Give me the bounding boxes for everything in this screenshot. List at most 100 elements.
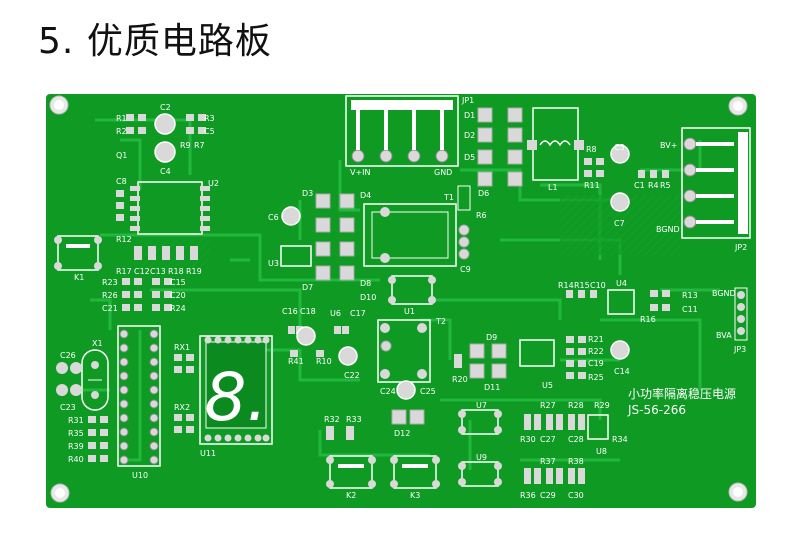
label-d6: D6 bbox=[478, 189, 489, 198]
label-r9: R9 bbox=[180, 141, 191, 150]
label-bgnd: BGND bbox=[656, 225, 680, 234]
label-c27: C27 bbox=[540, 435, 556, 444]
label-jp3: JP3 bbox=[733, 345, 746, 354]
label-r41: R41 bbox=[288, 357, 304, 366]
label-r35: R35 bbox=[68, 429, 84, 438]
label-c18: C18 bbox=[300, 307, 316, 316]
label-c9: C9 bbox=[460, 265, 471, 274]
label-r13: R13 bbox=[682, 291, 698, 300]
label-bgnd3: BGND bbox=[712, 289, 736, 298]
title-number: 5. bbox=[38, 21, 75, 62]
label-r38: R38 bbox=[568, 457, 584, 466]
seven-segment-digit: 8. bbox=[205, 359, 268, 436]
label-r5: R5 bbox=[660, 181, 671, 190]
label-c1: C1 bbox=[634, 181, 645, 190]
label-c14: C14 bbox=[614, 367, 630, 376]
label-r21: R21 bbox=[588, 335, 604, 344]
label-u7: U7 bbox=[476, 401, 487, 410]
label-d2: D2 bbox=[464, 131, 475, 140]
label-c24: C24 bbox=[380, 387, 396, 396]
u2-chip bbox=[130, 181, 210, 235]
label-c5: C5 bbox=[204, 127, 215, 136]
mounting-holes bbox=[49, 95, 748, 503]
label-r22: R22 bbox=[588, 347, 604, 356]
label-vin: V+IN bbox=[350, 168, 371, 177]
label-c11: C11 bbox=[682, 305, 698, 314]
label-u4: U4 bbox=[616, 279, 627, 288]
label-k3: K3 bbox=[410, 491, 420, 500]
label-c30: C30 bbox=[568, 491, 584, 500]
label-r16: R16 bbox=[640, 315, 656, 324]
label-c13: C13 bbox=[150, 267, 166, 276]
label-r31: R31 bbox=[68, 416, 84, 425]
label-r40: R40 bbox=[68, 455, 84, 464]
label-u10: U10 bbox=[132, 471, 148, 480]
label-k1: K1 bbox=[74, 273, 84, 282]
label-r33: R33 bbox=[346, 415, 362, 424]
label-c12: C12 bbox=[134, 267, 150, 276]
label-x1: X1 bbox=[92, 339, 103, 348]
small-ics bbox=[280, 245, 635, 487]
label-d9: D9 bbox=[486, 333, 497, 342]
label-c20: C20 bbox=[170, 291, 186, 300]
label-r34: R34 bbox=[612, 435, 628, 444]
label-jp1: JP1 bbox=[461, 96, 474, 105]
label-c22: C22 bbox=[344, 371, 360, 380]
label-r23: R23 bbox=[102, 278, 118, 287]
label-r7: R7 bbox=[194, 141, 205, 150]
label-r8: R8 bbox=[586, 145, 597, 154]
label-r3: R3 bbox=[204, 114, 215, 123]
label-u11: U11 bbox=[200, 449, 216, 458]
square-pads bbox=[315, 107, 523, 425]
label-u9: U9 bbox=[476, 453, 487, 462]
label-c28: C28 bbox=[568, 435, 584, 444]
label-c7: C7 bbox=[614, 219, 625, 228]
label-r30: R30 bbox=[520, 435, 536, 444]
label-jp2: JP2 bbox=[734, 243, 747, 252]
label-c15: C15 bbox=[170, 278, 186, 287]
label-r32: R32 bbox=[324, 415, 340, 424]
label-c3: C3 bbox=[614, 143, 625, 152]
k1-switch bbox=[54, 235, 102, 271]
label-u1: U1 bbox=[404, 307, 415, 316]
label-d5: D5 bbox=[464, 153, 475, 162]
label-c8: C8 bbox=[116, 177, 127, 186]
label-c2: C2 bbox=[160, 103, 171, 112]
u11-seven-segment: 8. bbox=[199, 335, 273, 445]
label-d1: D1 bbox=[464, 111, 475, 120]
label-k2: K2 bbox=[346, 491, 356, 500]
board-product-text: 小功率隔离稳压电源 JS-56-266 bbox=[627, 386, 736, 417]
label-rx1: RX1 bbox=[174, 343, 190, 352]
silkscreen-labels: JP1 V+IN GND JP2 BV+ BGND BGND BVA JP3 L… bbox=[60, 96, 747, 500]
label-bva: BVA bbox=[716, 331, 732, 340]
label-c6: C6 bbox=[268, 213, 279, 222]
label-r4: R4 bbox=[648, 181, 659, 190]
label-u8: U8 bbox=[596, 447, 607, 456]
label-c29: C29 bbox=[540, 491, 556, 500]
label-r24: R24 bbox=[170, 304, 186, 313]
u10-dip bbox=[117, 325, 161, 467]
label-c23: C23 bbox=[60, 403, 76, 412]
product-name: 小功率隔离稳压电源 bbox=[628, 386, 736, 401]
label-r12: R12 bbox=[116, 235, 132, 244]
page-title: 5. 优质电路板 bbox=[38, 12, 272, 64]
label-q1: Q1 bbox=[116, 151, 127, 160]
label-r18: R18 bbox=[168, 267, 184, 276]
label-r26: R26 bbox=[102, 291, 118, 300]
jp2-header bbox=[681, 127, 751, 239]
label-r39: R39 bbox=[68, 442, 84, 451]
electrolytic-caps bbox=[154, 113, 630, 400]
label-d8: D8 bbox=[360, 279, 371, 288]
small-ic-pads bbox=[388, 276, 502, 486]
label-r14: R14 bbox=[558, 281, 574, 290]
k3-switch bbox=[390, 455, 440, 489]
label-r10: R10 bbox=[316, 357, 332, 366]
label-r25: R25 bbox=[588, 373, 604, 382]
label-r37: R37 bbox=[540, 457, 556, 466]
label-u6: U6 bbox=[330, 309, 341, 318]
label-r15: R15 bbox=[574, 281, 590, 290]
label-c17: C17 bbox=[350, 309, 366, 318]
label-c19: C19 bbox=[588, 359, 604, 368]
c26-c23-pads bbox=[56, 362, 82, 396]
